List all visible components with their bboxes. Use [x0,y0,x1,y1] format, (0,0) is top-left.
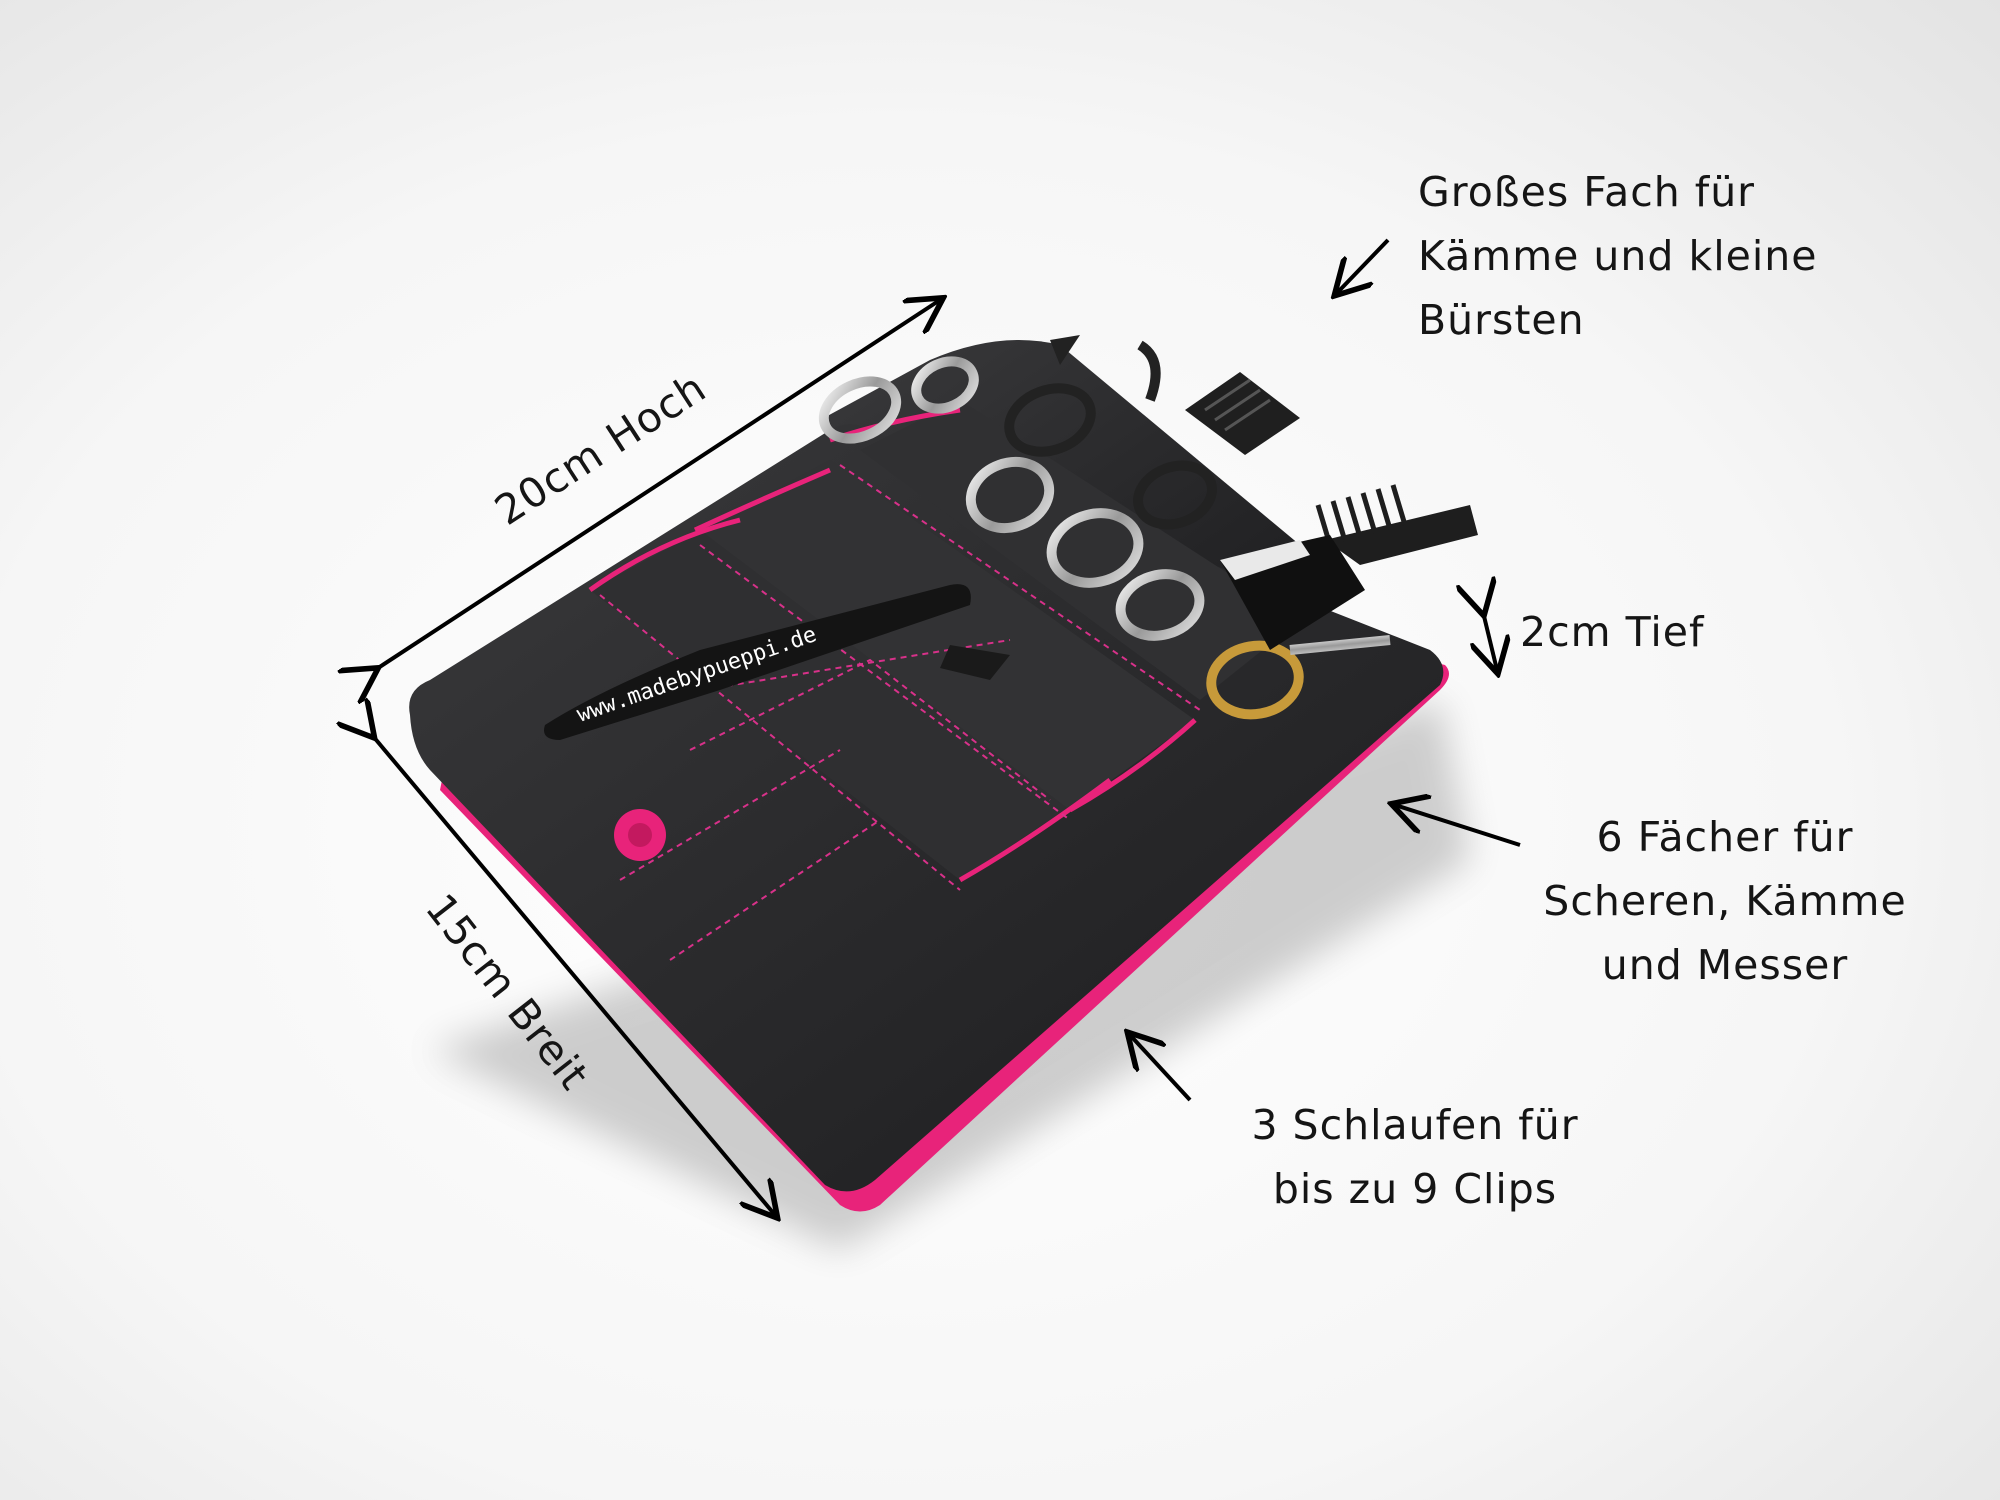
big-compartment-line-1: Großes Fach für [1418,168,1756,216]
snap-button [614,809,666,861]
back-comb-icon [1185,372,1300,455]
big-compartment-line-3: Bürsten [1418,296,1585,344]
arrow-compartments [1395,805,1521,847]
loops-line-1: 3 Schlaufen für [1251,1101,1579,1149]
arrow-width [372,735,775,1215]
compartments-line-2: Scheren, Kämme [1543,877,1907,925]
depth-label: 2cm Tief [1520,608,1705,656]
compartments-line-3: und Messer [1601,941,1849,989]
loops-line-2: bis zu 9 Clips [1272,1165,1558,1213]
compartments-line-1: 6 Fächer für [1596,813,1854,861]
big-compartment-label: Großes Fach für Kämme und kleine Bürsten [1418,160,1817,352]
arrow-depth [1483,612,1497,670]
big-compartment-line-2: Kämme und kleine [1418,232,1818,280]
arrow-loops [1130,1035,1192,1102]
arrow-big-compartment [1337,238,1390,293]
comb-icon [1315,484,1478,565]
loops-label: 3 Schlaufen für bis zu 9 Clips [1245,1093,1585,1221]
compartments-label: 6 Fächer für Scheren, Kämme und Messer [1540,805,1910,997]
arrow-height [375,300,940,670]
